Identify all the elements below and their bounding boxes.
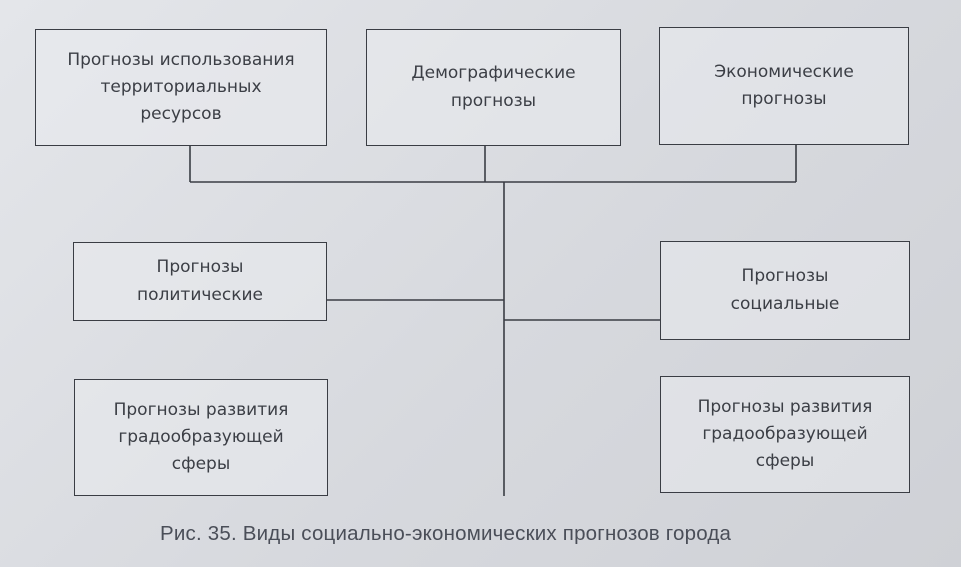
node-political-forecasts-label: Прогнозы политические (136, 257, 263, 305)
node-city-forming-left-label: Прогнозы развития градообразующей сферы (113, 399, 289, 475)
node-city-forming-left: Прогнозы развития градообразующей сферы (74, 379, 328, 496)
node-territorial-resources: Прогнозы использования территориальных р… (35, 29, 327, 146)
node-city-forming-right: Прогнозы развития градообразующей сферы (660, 376, 910, 493)
node-social-forecasts: Прогнозы социальные (660, 241, 910, 340)
node-territorial-resources-label: Прогнозы использования территориальных р… (67, 49, 295, 125)
node-political-forecasts: Прогнозы политические (73, 242, 327, 321)
node-city-forming-right-label: Прогнозы развития градообразующей сферы (697, 396, 873, 472)
node-demographic-forecasts: Демографические прогнозы (366, 29, 621, 146)
node-economic-forecasts: Экономические прогнозы (659, 27, 909, 145)
node-demographic-forecasts-label: Демографические прогнозы (411, 63, 576, 111)
node-economic-forecasts-label: Экономические прогнозы (714, 61, 854, 109)
figure-caption: Рис. 35. Виды социально-экономических пр… (160, 522, 732, 545)
node-social-forecasts-label: Прогнозы социальные (730, 266, 840, 314)
